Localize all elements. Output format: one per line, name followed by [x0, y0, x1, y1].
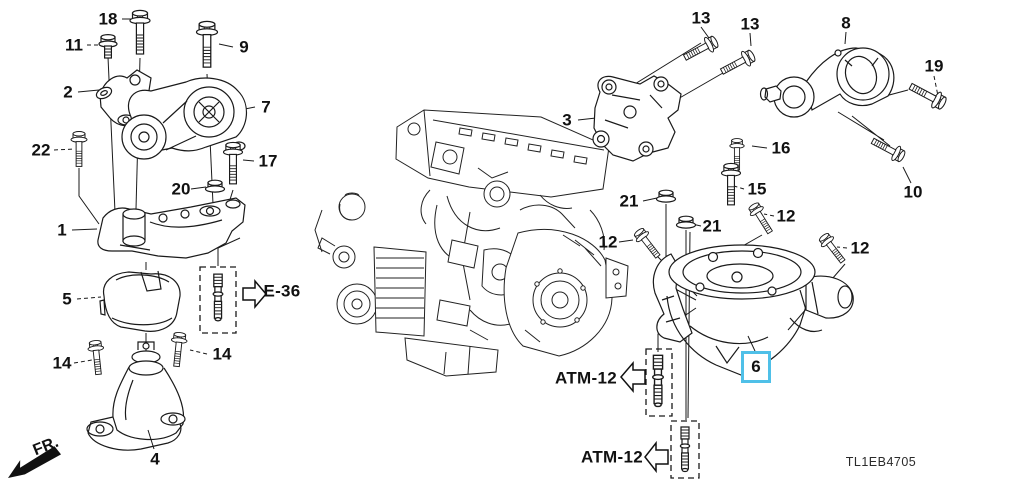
callout-part-14-a[interactable]: 14 — [52, 353, 72, 373]
atm12-upper-arrow-icon — [620, 360, 646, 394]
transmission-mount-drawing — [652, 244, 854, 376]
callout-part-10[interactable]: 10 — [903, 182, 923, 202]
bolt-13-b — [717, 47, 758, 80]
callout-part-19[interactable]: 19 — [924, 56, 944, 76]
callout-part-12-b[interactable]: 12 — [776, 206, 796, 226]
bolt-14-right — [168, 331, 189, 368]
callout-part-11[interactable]: 11 — [65, 35, 83, 55]
callout-part-12-a[interactable]: 12 — [598, 232, 618, 252]
nut-21-b — [675, 215, 697, 229]
callout-part-1[interactable]: 1 — [57, 220, 67, 240]
dashed-box-atm12-upper — [645, 348, 673, 417]
bolt-9 — [195, 20, 219, 68]
reference-arrows — [8, 278, 669, 478]
callout-part-13-b[interactable]: 13 — [740, 14, 760, 34]
bolt-19 — [905, 77, 950, 113]
bolt-22 — [70, 131, 88, 167]
callout-part-21-a[interactable]: 21 — [619, 191, 639, 211]
nut-20 — [204, 179, 226, 193]
callout-part-2[interactable]: 2 — [63, 82, 73, 102]
callout-part-17[interactable]: 17 — [258, 151, 278, 171]
bolt-18 — [129, 9, 151, 55]
bolt-15 — [720, 162, 742, 206]
callout-part-21-b[interactable]: 21 — [702, 216, 722, 236]
stud-e36 — [212, 273, 224, 322]
callout-part-14-b[interactable]: 14 — [212, 344, 232, 364]
callout-part-20[interactable]: 20 — [171, 179, 191, 199]
callout-part-8[interactable]: 8 — [841, 13, 851, 33]
front-mount-assembly-drawing — [86, 69, 247, 451]
dashed-boxes — [199, 266, 700, 479]
atm12-upper-label[interactable]: ATM-12 — [555, 368, 617, 388]
callout-part-13-a[interactable]: 13 — [691, 8, 711, 28]
callout-part-3[interactable]: 3 — [562, 110, 572, 130]
atm12-lower-arrow-icon — [644, 440, 669, 474]
part-6-label: 6 — [751, 357, 761, 376]
stud-atm12-lower — [679, 426, 691, 473]
callout-part-6-highlighted[interactable]: 6 — [741, 351, 771, 383]
e36-label[interactable]: E-36 — [263, 281, 301, 301]
bolt-12-c — [816, 230, 850, 267]
engine-bracket-drawing — [592, 75, 682, 162]
bolt-17 — [222, 141, 244, 185]
dashed-box-e36 — [199, 266, 237, 334]
fr-arrow-icon — [8, 446, 62, 478]
callout-part-12-c[interactable]: 12 — [850, 238, 870, 258]
callout-part-16[interactable]: 16 — [771, 138, 791, 158]
callout-part-22[interactable]: 22 — [31, 140, 51, 160]
dashed-box-atm12-lower — [670, 420, 700, 479]
callout-part-15[interactable]: 15 — [747, 179, 767, 199]
bolt-12-b — [745, 200, 777, 237]
engine-illustration — [314, 109, 629, 377]
bolt-12-a — [631, 225, 665, 262]
bolt-14-left — [86, 339, 107, 376]
bolt-10 — [868, 133, 908, 165]
callout-part-4[interactable]: 4 — [150, 449, 160, 469]
callout-part-5[interactable]: 5 — [62, 289, 72, 309]
stud-atm12-upper — [652, 354, 664, 408]
nut-21-a — [655, 189, 677, 203]
diagram-code: TL1EB4705 — [845, 454, 917, 469]
atm12-lower-label[interactable]: ATM-12 — [581, 447, 643, 467]
torque-rod-drawing — [759, 47, 895, 118]
callout-part-7[interactable]: 7 — [261, 97, 271, 117]
callout-part-18[interactable]: 18 — [98, 9, 118, 29]
bolt-13-a — [680, 33, 721, 66]
bolt-11 — [98, 33, 118, 59]
callout-part-9[interactable]: 9 — [239, 37, 249, 57]
e36-arrow-icon — [242, 278, 267, 310]
